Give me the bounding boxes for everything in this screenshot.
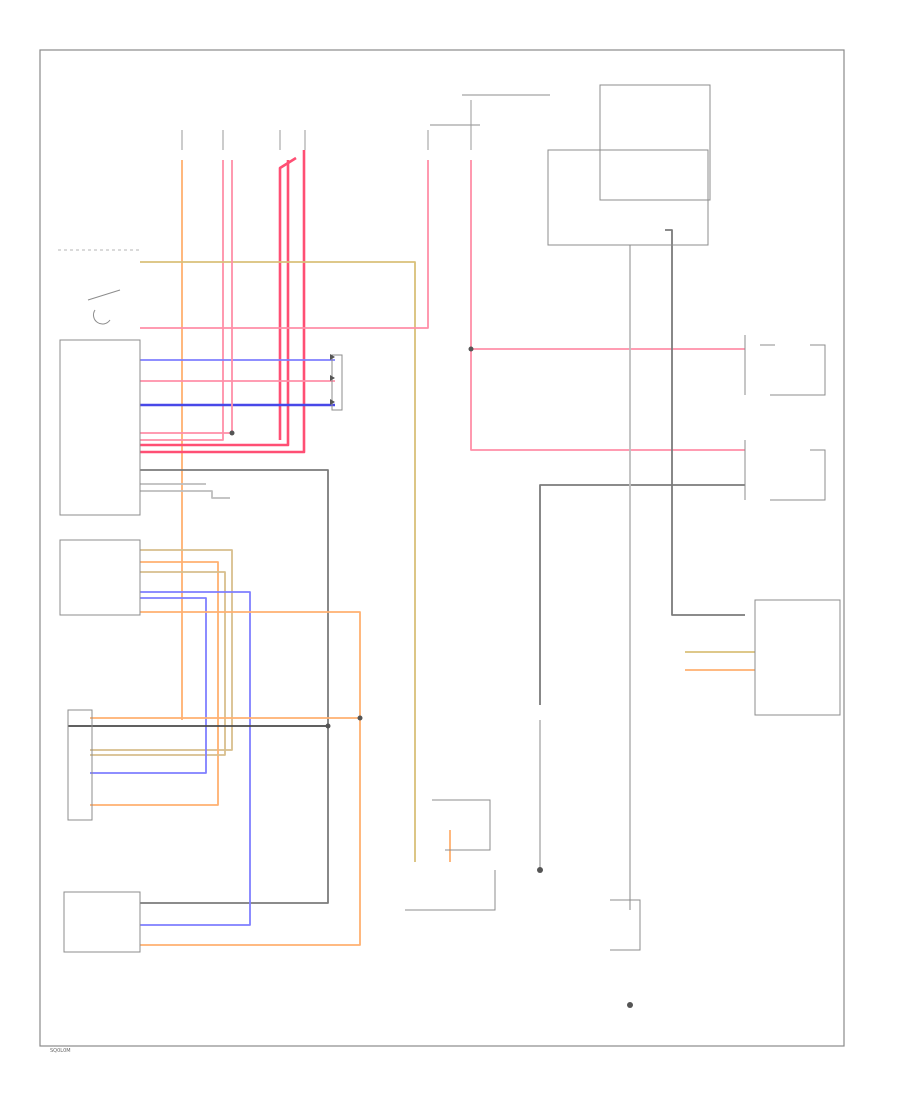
pretensioner-passenger bbox=[744, 440, 826, 501]
driver-seat-box bbox=[67, 709, 93, 821]
module-box-2 bbox=[59, 539, 141, 616]
bcm-switch bbox=[87, 289, 121, 325]
wire-red-top-3 bbox=[140, 150, 306, 454]
wire-red-main bbox=[140, 160, 429, 329]
passenger-seat-box bbox=[63, 891, 141, 953]
wire-red-3 bbox=[140, 160, 233, 434]
right-components bbox=[405, 335, 841, 951]
ground-symbol bbox=[537, 867, 543, 873]
top-connector-labels bbox=[181, 84, 711, 246]
wire-tan-2 bbox=[90, 571, 226, 756]
connector-arrow bbox=[330, 354, 335, 360]
connector-arrow bbox=[330, 399, 335, 405]
wire-orange-2 bbox=[90, 561, 219, 806]
wire-red-top-2 bbox=[140, 160, 290, 447]
occupant-sensor-module bbox=[754, 599, 841, 716]
right-seat-sensor bbox=[610, 899, 641, 951]
wire-grey-right-ground bbox=[539, 484, 745, 705]
relay-box bbox=[547, 149, 709, 246]
wire-red-top-4 bbox=[278, 156, 297, 440]
wire-blue-3 bbox=[140, 591, 251, 926]
wire-tan-1 bbox=[90, 549, 233, 751]
splice-dot bbox=[229, 430, 235, 436]
splice-dot bbox=[357, 715, 363, 721]
wire-layer bbox=[68, 150, 755, 946]
splice-dot bbox=[325, 723, 331, 729]
wire-red-right-main bbox=[470, 160, 745, 451]
wire-grey-ground-left bbox=[140, 469, 329, 904]
ground-symbol bbox=[627, 1002, 633, 1008]
left-components bbox=[58, 249, 343, 953]
wire-grey-small-2 bbox=[140, 490, 230, 499]
module-box-1 bbox=[59, 339, 141, 516]
wire-red-top-1 bbox=[140, 160, 224, 441]
buckle-switch-mid bbox=[405, 799, 496, 911]
diagram-code: SQ0L0M bbox=[50, 1048, 71, 1054]
connection-dots bbox=[229, 346, 633, 1008]
diagram-border bbox=[39, 49, 845, 1047]
connector-block-right bbox=[331, 354, 343, 411]
fuse-block-box bbox=[599, 84, 711, 201]
pretensioner-driver bbox=[744, 335, 826, 396]
splice-dot bbox=[468, 346, 474, 352]
wire-blue-4 bbox=[90, 597, 207, 774]
connector-arrow bbox=[330, 375, 335, 381]
wire-grey-right-main bbox=[665, 229, 745, 616]
wire-orange-3 bbox=[140, 611, 361, 946]
